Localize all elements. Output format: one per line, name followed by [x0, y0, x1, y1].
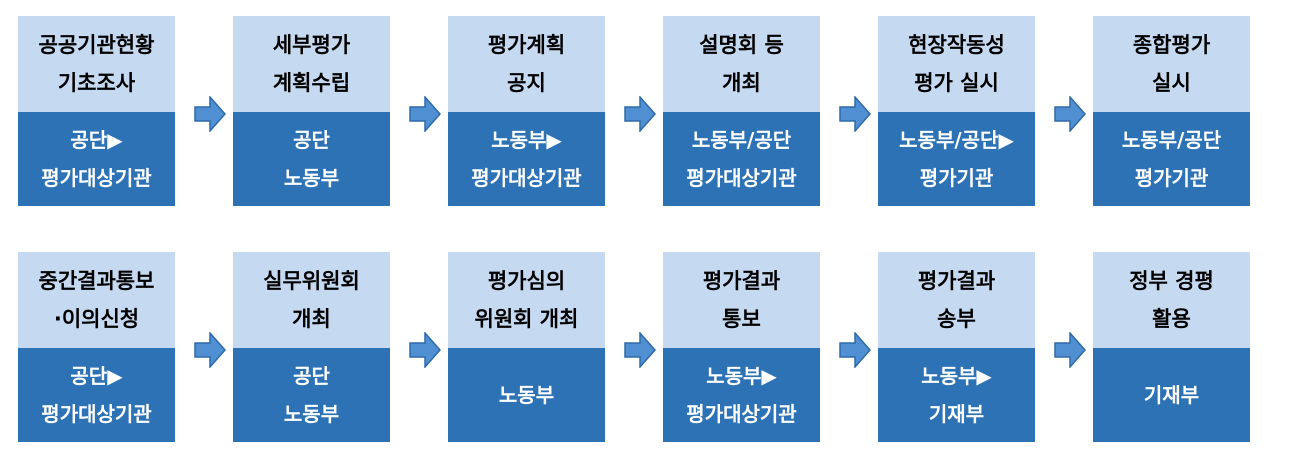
step-title: 평가결과 통보	[663, 252, 820, 348]
step-1-4: 설명회 등 개최 노동부/공단 평가대상기관	[663, 16, 820, 206]
process-row-2: 중간결과통보 ·이의신청 공단▶ 평가대상기관 실무위원회 개최 공단 노동부 …	[0, 252, 1291, 442]
step-actor-line: 노동부▶	[921, 364, 992, 388]
arrow-right-icon	[624, 332, 656, 368]
step-actor-line: 기재부	[1143, 383, 1200, 407]
step-actor: 노동부▶ 평가대상기관	[448, 112, 605, 206]
step-actor: 공단▶ 평가대상기관	[18, 348, 175, 442]
step-title-line: 공지	[507, 71, 546, 95]
step-title: 설명회 등 개최	[663, 16, 820, 112]
step-actor: 공단 노동부	[233, 348, 390, 442]
step-1-6: 종합평가 실시 노동부/공단 평가기관	[1093, 16, 1250, 206]
step-1-3: 평가계획 공지 노동부▶ 평가대상기관	[448, 16, 605, 206]
arrow-right-icon	[1054, 96, 1086, 132]
step-2-3: 평가심의 위원회 개최 노동부	[448, 252, 605, 442]
step-actor-line: 평가기관	[1134, 166, 1209, 190]
step-title: 세부평가 계획수립	[233, 16, 390, 112]
step-1-5: 현장작동성 평가 실시 노동부/공단▶ 평가기관	[878, 16, 1035, 206]
step-actor-line: 노동부/공단	[1121, 128, 1222, 152]
step-actor: 기재부	[1093, 348, 1250, 442]
step-title-line: 평가심의	[487, 269, 566, 293]
step-title-line: 세부평가	[272, 33, 351, 57]
step-title-line: 평가결과	[702, 269, 781, 293]
step-actor-line: 노동부/공단	[691, 128, 792, 152]
step-1-1: 공공기관현황 기초조사 공단▶ 평가대상기관	[18, 16, 175, 206]
step-title-line: 위원회 개최	[474, 307, 579, 331]
step-title-line: 실무위원회	[263, 269, 360, 293]
step-actor-line: 공단	[293, 128, 330, 152]
step-title-line: 평가결과	[917, 269, 996, 293]
step-2-6: 정부 경평 활용 기재부	[1093, 252, 1250, 442]
step-title-line: 현장작동성	[908, 33, 1005, 57]
step-actor: 노동부▶ 기재부	[878, 348, 1035, 442]
arrow-right-icon	[839, 96, 871, 132]
arrow-right-icon	[194, 332, 226, 368]
step-title-line: 통보	[722, 307, 761, 331]
arrow-right-icon	[1054, 332, 1086, 368]
step-actor-line: 평가대상기관	[41, 402, 152, 426]
step-actor-line: 공단	[293, 364, 330, 388]
step-2-1: 중간결과통보 ·이의신청 공단▶ 평가대상기관	[18, 252, 175, 442]
arrow-right-icon	[409, 332, 441, 368]
step-2-5: 평가결과 송부 노동부▶ 기재부	[878, 252, 1035, 442]
step-title: 실무위원회 개최	[233, 252, 390, 348]
step-actor-line: 평가대상기관	[471, 166, 582, 190]
step-actor: 노동부	[448, 348, 605, 442]
step-actor: 공단 노동부	[233, 112, 390, 206]
step-actor-line: 노동부	[283, 402, 340, 426]
step-title-line: 설명회 등	[699, 33, 784, 57]
step-2-2: 실무위원회 개최 공단 노동부	[233, 252, 390, 442]
step-actor-line: 노동부/공단▶	[899, 128, 1014, 152]
process-row-1: 공공기관현황 기초조사 공단▶ 평가대상기관 세부평가 계획수립 공단 노동부 …	[0, 16, 1291, 206]
step-title-line: 실시	[1152, 71, 1191, 95]
arrow-right-icon	[194, 96, 226, 132]
step-actor-line: 공단▶	[70, 128, 123, 152]
step-actor-line: 평가기관	[919, 166, 994, 190]
step-title-line: 정부 경평	[1129, 269, 1214, 293]
step-title: 공공기관현황 기초조사	[18, 16, 175, 112]
step-actor: 노동부/공단▶ 평가기관	[878, 112, 1035, 206]
step-title-line: 송부	[937, 307, 976, 331]
step-actor: 노동부/공단 평가기관	[1093, 112, 1250, 206]
step-title-line: 계획수립	[272, 71, 351, 95]
arrow-right-icon	[624, 96, 656, 132]
step-title-line: 중간결과통보	[38, 269, 155, 293]
step-actor-line: 공단▶	[70, 364, 123, 388]
step-title: 현장작동성 평가 실시	[878, 16, 1035, 112]
step-title-line: 활용	[1152, 307, 1191, 331]
step-title-line: 기초조사	[57, 71, 136, 95]
step-2-4: 평가결과 통보 노동부▶ 평가대상기관	[663, 252, 820, 442]
step-title: 평가심의 위원회 개최	[448, 252, 605, 348]
step-actor-line: 노동부	[498, 383, 555, 407]
step-actor-line: 노동부	[283, 166, 340, 190]
step-actor: 공단▶ 평가대상기관	[18, 112, 175, 206]
step-actor: 노동부▶ 평가대상기관	[663, 348, 820, 442]
step-actor: 노동부/공단 평가대상기관	[663, 112, 820, 206]
step-actor-line: 평가대상기관	[41, 166, 152, 190]
step-title-line: 종합평가	[1132, 33, 1211, 57]
arrow-right-icon	[839, 332, 871, 368]
step-title: 평가계획 공지	[448, 16, 605, 112]
step-title-line: 공공기관현황	[38, 33, 155, 57]
step-title-line: 개최	[722, 71, 761, 95]
step-actor-line: 평가대상기관	[686, 166, 797, 190]
step-1-2: 세부평가 계획수립 공단 노동부	[233, 16, 390, 206]
step-actor-line: 기재부	[928, 402, 985, 426]
step-title: 평가결과 송부	[878, 252, 1035, 348]
arrow-right-icon	[409, 96, 441, 132]
step-title-line: 평가 실시	[914, 71, 999, 95]
step-title: 중간결과통보 ·이의신청	[18, 252, 175, 348]
step-title-line: 개최	[292, 307, 331, 331]
step-actor-line: 평가대상기관	[686, 402, 797, 426]
step-title: 종합평가 실시	[1093, 16, 1250, 112]
step-title-line: 평가계획	[487, 33, 566, 57]
step-title: 정부 경평 활용	[1093, 252, 1250, 348]
step-title-line: ·이의신청	[53, 307, 140, 331]
step-actor-line: 노동부▶	[491, 128, 562, 152]
step-actor-line: 노동부▶	[706, 364, 777, 388]
